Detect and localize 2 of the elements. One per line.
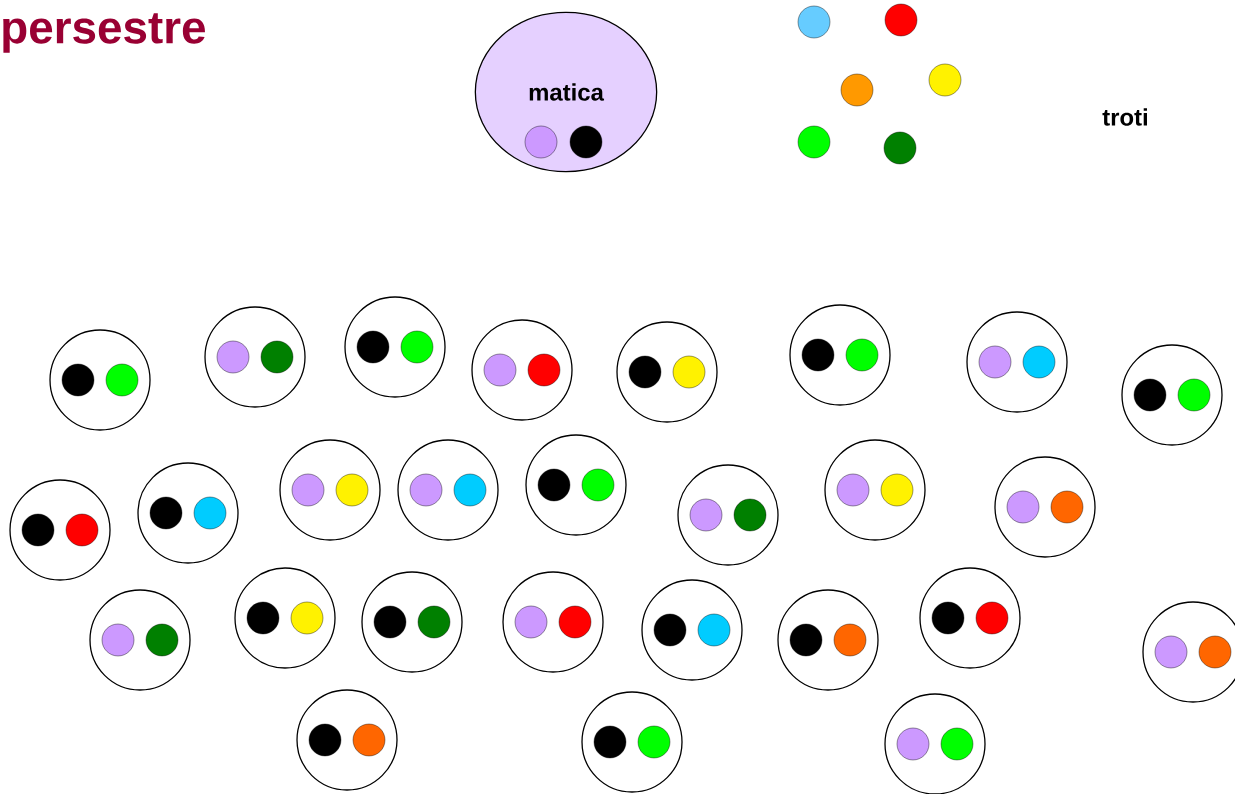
label: troti [1102, 108, 1147, 126]
title: persestre [3, 13, 205, 53]
